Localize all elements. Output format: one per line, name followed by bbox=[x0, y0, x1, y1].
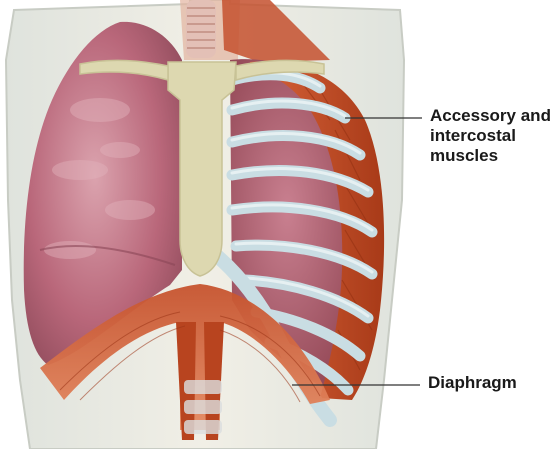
muscles-label-line3: muscles bbox=[430, 146, 551, 166]
muscles-label-line2: intercostal bbox=[430, 126, 551, 146]
muscles-label: Accessory and intercostal muscles bbox=[430, 106, 551, 166]
diaphragm-label: Diaphragm bbox=[428, 373, 517, 393]
muscles-label-line1: Accessory and bbox=[430, 106, 551, 126]
lumbar-spine bbox=[184, 380, 222, 434]
